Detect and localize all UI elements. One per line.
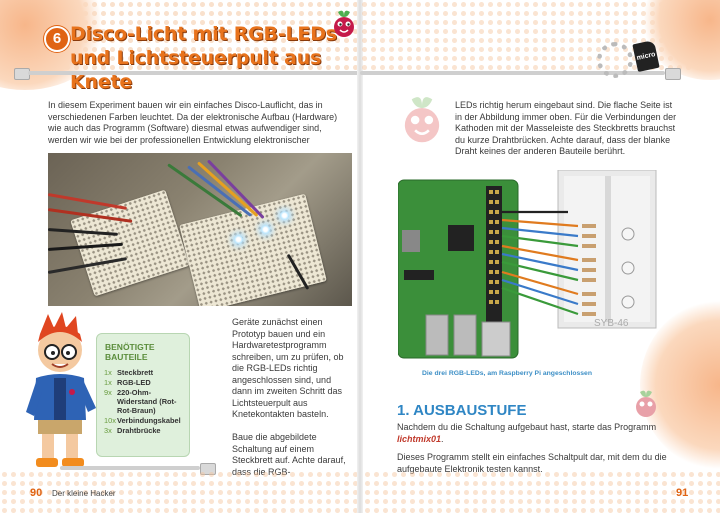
diagram-caption: Die drei RGB-LEDs, am Raspberry Pi anges…: [422, 370, 592, 377]
gear-icon: [597, 42, 633, 78]
chapter-title: Disco-Licht mit RGB-LEDs und Lichtsteuer…: [70, 23, 337, 93]
page-gutter: [357, 0, 363, 513]
start-program-text: Nachdem du die Schaltung aufgebaut hast,…: [397, 422, 657, 432]
program-description-paragraph: Dieses Programm stellt ein einfaches Sch…: [397, 452, 667, 474]
led-glow: [234, 235, 243, 244]
required-parts-title-line1: BENÖTIGTE: [105, 342, 155, 352]
cable-decoration: [360, 71, 665, 75]
left-page: 6 Disco-Licht mit RGB-LEDs und Lichtsteu…: [0, 0, 360, 513]
dot-pattern-bottom-left: [0, 470, 360, 513]
book-title-footer: Der kleine Hacker: [52, 489, 116, 498]
led-glow: [280, 211, 289, 220]
cable-decoration: [28, 71, 360, 75]
build-paragraph: Baue die abgebildete Schaltung auf einem…: [232, 432, 346, 477]
dot-pattern-bottom-right: [363, 470, 720, 513]
list-item: 3x Drahtbrücke: [104, 426, 186, 435]
usb-plug-icon: [200, 463, 216, 475]
right-page: micro: [360, 0, 720, 513]
breadboard-left: [70, 189, 190, 297]
list-item: 1x RGB-LED: [104, 378, 186, 387]
part-quantity: 10x: [104, 416, 116, 425]
circuit-photo: [48, 153, 352, 306]
part-label: 220-Ohm-Widerstand (Rot-Rot-Braun): [117, 388, 177, 415]
part-label: RGB-LED: [117, 378, 151, 387]
led-glow: [261, 225, 270, 234]
page-number-right: 91: [676, 487, 689, 499]
program-name: lichtmix01: [397, 433, 442, 444]
usb-plug-icon: [665, 68, 681, 80]
part-label: Drahtbrücke: [117, 426, 161, 435]
part-quantity: 9x: [104, 388, 112, 397]
intro-paragraph: In diesem Experiment bauen wir ein einfa…: [48, 100, 338, 145]
start-program-paragraph: Nachdem du die Schaltung aufgebaut hast,…: [397, 422, 677, 445]
prototype-paragraph: Geräte zunächst einen Prototyp bauen und…: [232, 317, 344, 419]
raspberry-pi-logo-icon: [404, 97, 440, 143]
part-quantity: 1x: [104, 378, 112, 387]
raspberry-pi-logo-icon: [334, 10, 354, 37]
list-item: 9x 220-Ohm-Widerstand (Rot-Rot-Braun): [104, 388, 186, 415]
leds-paragraph: LEDs richtig herum eingebaut sind. Die f…: [455, 100, 677, 156]
part-quantity: 3x: [104, 426, 112, 435]
required-parts-title: BENÖTIGTE BAUTEILE: [105, 342, 155, 362]
part-label: Verbindungskabel: [117, 416, 181, 425]
chapter-number-badge: 6: [44, 26, 70, 52]
part-quantity: 1x: [104, 368, 112, 377]
part-label: Steckbrett: [117, 368, 154, 377]
list-item: 1x Steckbrett: [104, 368, 186, 377]
required-parts-title-line2: BAUTEILE: [105, 352, 148, 362]
start-program-text-end: .: [441, 433, 444, 444]
wire-red: [48, 193, 128, 210]
raspberry-pi-logo-icon: [636, 390, 656, 417]
cartoon-boy-illustration: [26, 312, 96, 467]
section-heading: 1. AUSBAUSTUFE: [397, 402, 527, 419]
cable-decoration: [60, 466, 200, 470]
page-number-left: 90: [30, 487, 43, 499]
breadboard-label: SYB-46: [594, 318, 629, 329]
wiring-diagram: SYB-46: [398, 170, 657, 359]
